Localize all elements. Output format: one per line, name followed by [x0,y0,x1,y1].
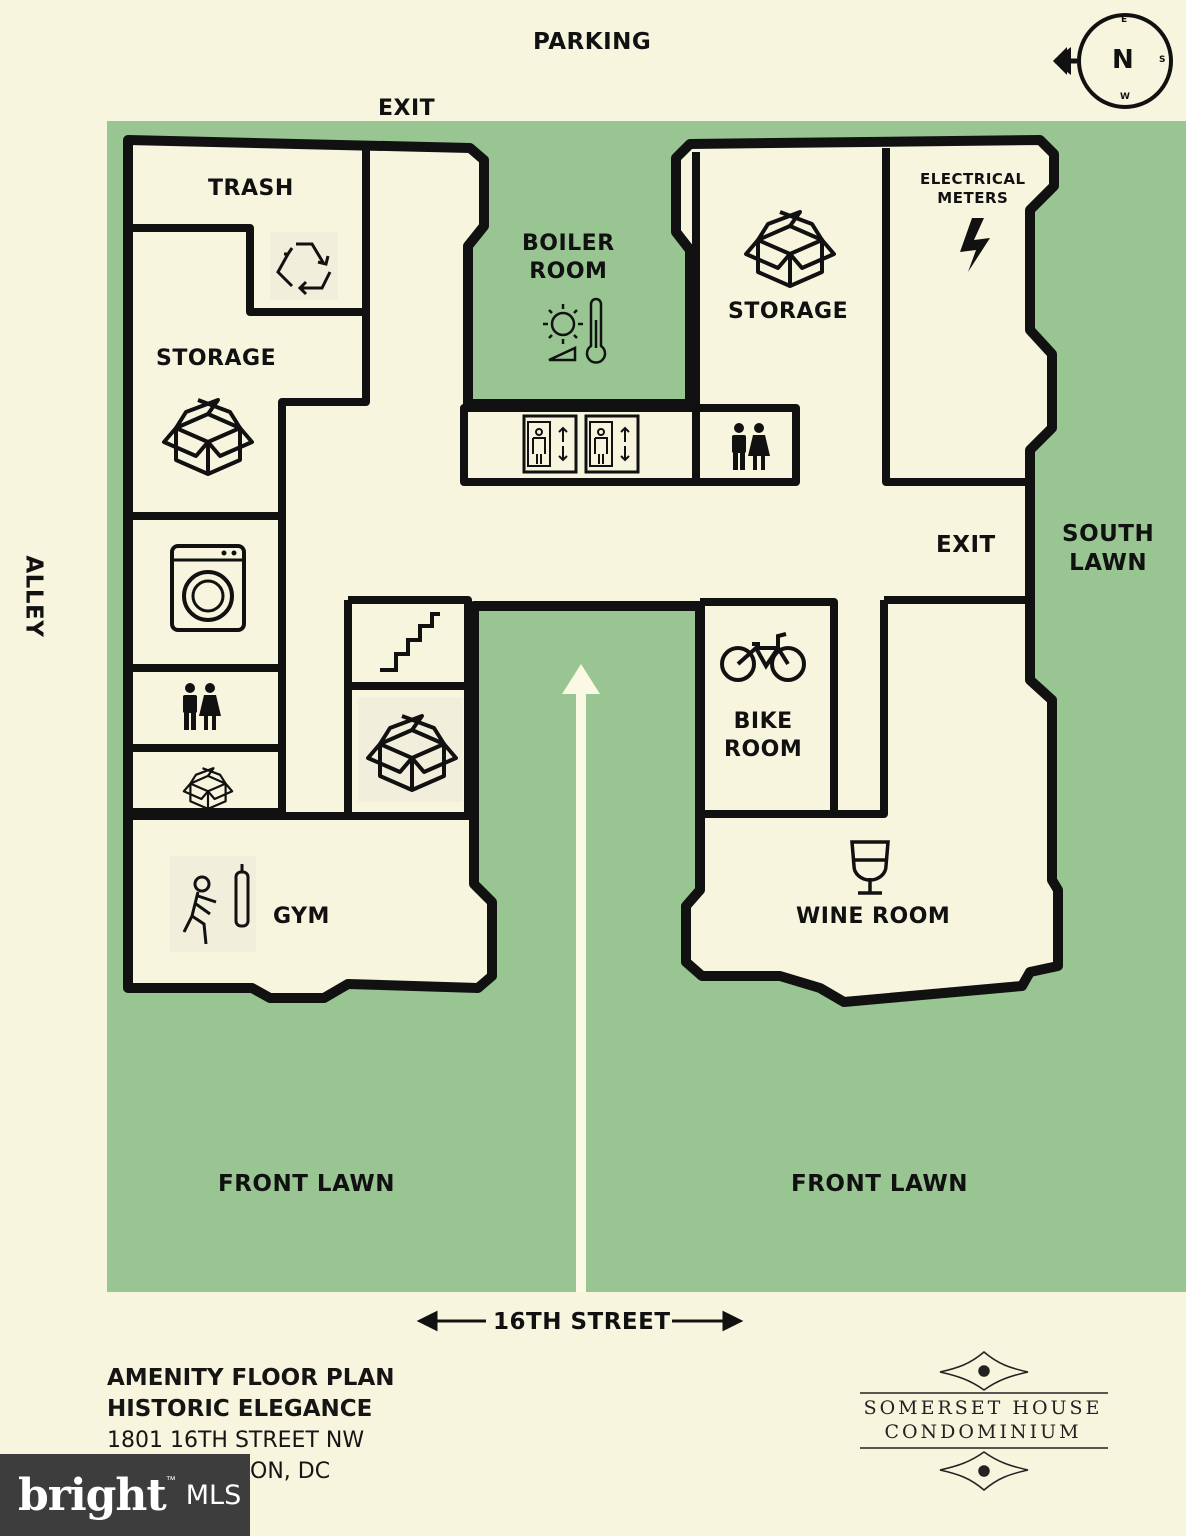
plan-city: ON, DC [250,1459,331,1484]
room-boiler-line2: ROOM [529,258,608,284]
elevator-icon [522,414,578,474]
room-bike-line2: ROOM [724,736,803,762]
mls-watermark: bright ™ MLS [0,1454,250,1536]
room-trash: TRASH [208,176,294,201]
room-boiler: BOILER ROOM [522,230,615,285]
south-lawn-line2: LAWN [1069,549,1148,576]
exit-top-label: EXIT [378,96,436,121]
south-lawn-line1: SOUTH [1062,521,1155,547]
room-electrical-line1: ELECTRICAL [920,170,1026,188]
thermometer-icon [585,297,607,364]
boxing-icon [170,856,256,952]
room-bike-line1: BIKE [733,709,793,734]
compass-top: E [1121,15,1128,25]
interior-walls [128,148,1030,890]
plan-title: AMENITY FLOOR PLAN [107,1365,395,1391]
room-gym: GYM [273,904,330,929]
watermark-mls: MLS [185,1479,242,1511]
recycle-icon [270,232,338,300]
logo-ornament [860,1351,1108,1491]
room-storage-top: STORAGE [728,299,849,324]
compass-bottom: W [1120,92,1131,102]
exit-right-label: EXIT [936,532,996,558]
compass-icon [1053,13,1173,109]
parking-label: PARKING [533,29,652,55]
washer-icon [170,544,246,632]
watermark-tm: ™ [165,1474,176,1486]
stairs-icon [380,612,440,672]
elevator-icon [584,414,640,474]
logo-line1: SOMERSET HOUSE [863,1397,1103,1419]
plan-address: 1801 16TH STREET NW [107,1428,365,1453]
room-electrical: ELECTRICAL METERS [920,170,1026,208]
alley-label: ALLEY [20,555,47,638]
front-lawn-right-label: FRONT LAWN [791,1171,968,1197]
compass-right: S [1159,55,1166,65]
watermark-word: bright [18,1469,167,1521]
wine-glass-icon [850,840,890,895]
front-lawn-left-label: FRONT LAWN [218,1171,395,1197]
south-lawn-label: SOUTH LAWN [1062,520,1154,578]
street-label: 16TH STREET [493,1309,671,1335]
sun-icon [543,304,583,362]
room-bike: BIKE ROOM [724,708,802,763]
room-storage-left: STORAGE [156,346,277,371]
lightning-icon [960,218,990,272]
room-boiler-line1: BOILER [522,231,615,256]
room-electrical-line2: METERS [937,188,1009,207]
entry-path [576,690,586,1292]
plan-subtitle: HISTORIC ELEGANCE [107,1396,373,1422]
street-arrow-icon [416,1310,744,1332]
logo-line2: CONDOMINIUM [884,1421,1082,1443]
room-wine: WINE ROOM [796,904,951,929]
arrow-icon [562,664,600,694]
bicycle-icon [720,632,806,682]
compass-north: N [1112,45,1135,75]
